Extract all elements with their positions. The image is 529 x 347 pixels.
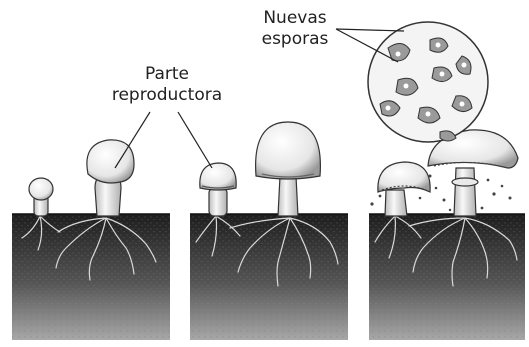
soil-panel-1 [12, 214, 170, 340]
label-new-spores: Nuevas esporas [252, 8, 338, 50]
mushroom-mature-small [378, 162, 430, 216]
label-reproductive-part-line1: Parte [96, 64, 238, 85]
soil-panel-3 [369, 214, 525, 340]
mushroom-bud-small [29, 178, 53, 216]
label-reproductive-part-line2: reproductora [96, 85, 238, 106]
magnified-spores-circle [368, 22, 488, 142]
soil-panel-2 [190, 214, 348, 340]
label-new-spores-line2: esporas [252, 29, 338, 50]
mushroom-open-cap [428, 130, 518, 216]
label-reproductive-part: Parte reproductora [96, 64, 238, 106]
label-new-spores-line1: Nuevas [252, 8, 338, 29]
mushroom-young [200, 163, 236, 216]
mushroom-maturing [256, 122, 321, 216]
mushroom-bud-large [87, 140, 134, 216]
